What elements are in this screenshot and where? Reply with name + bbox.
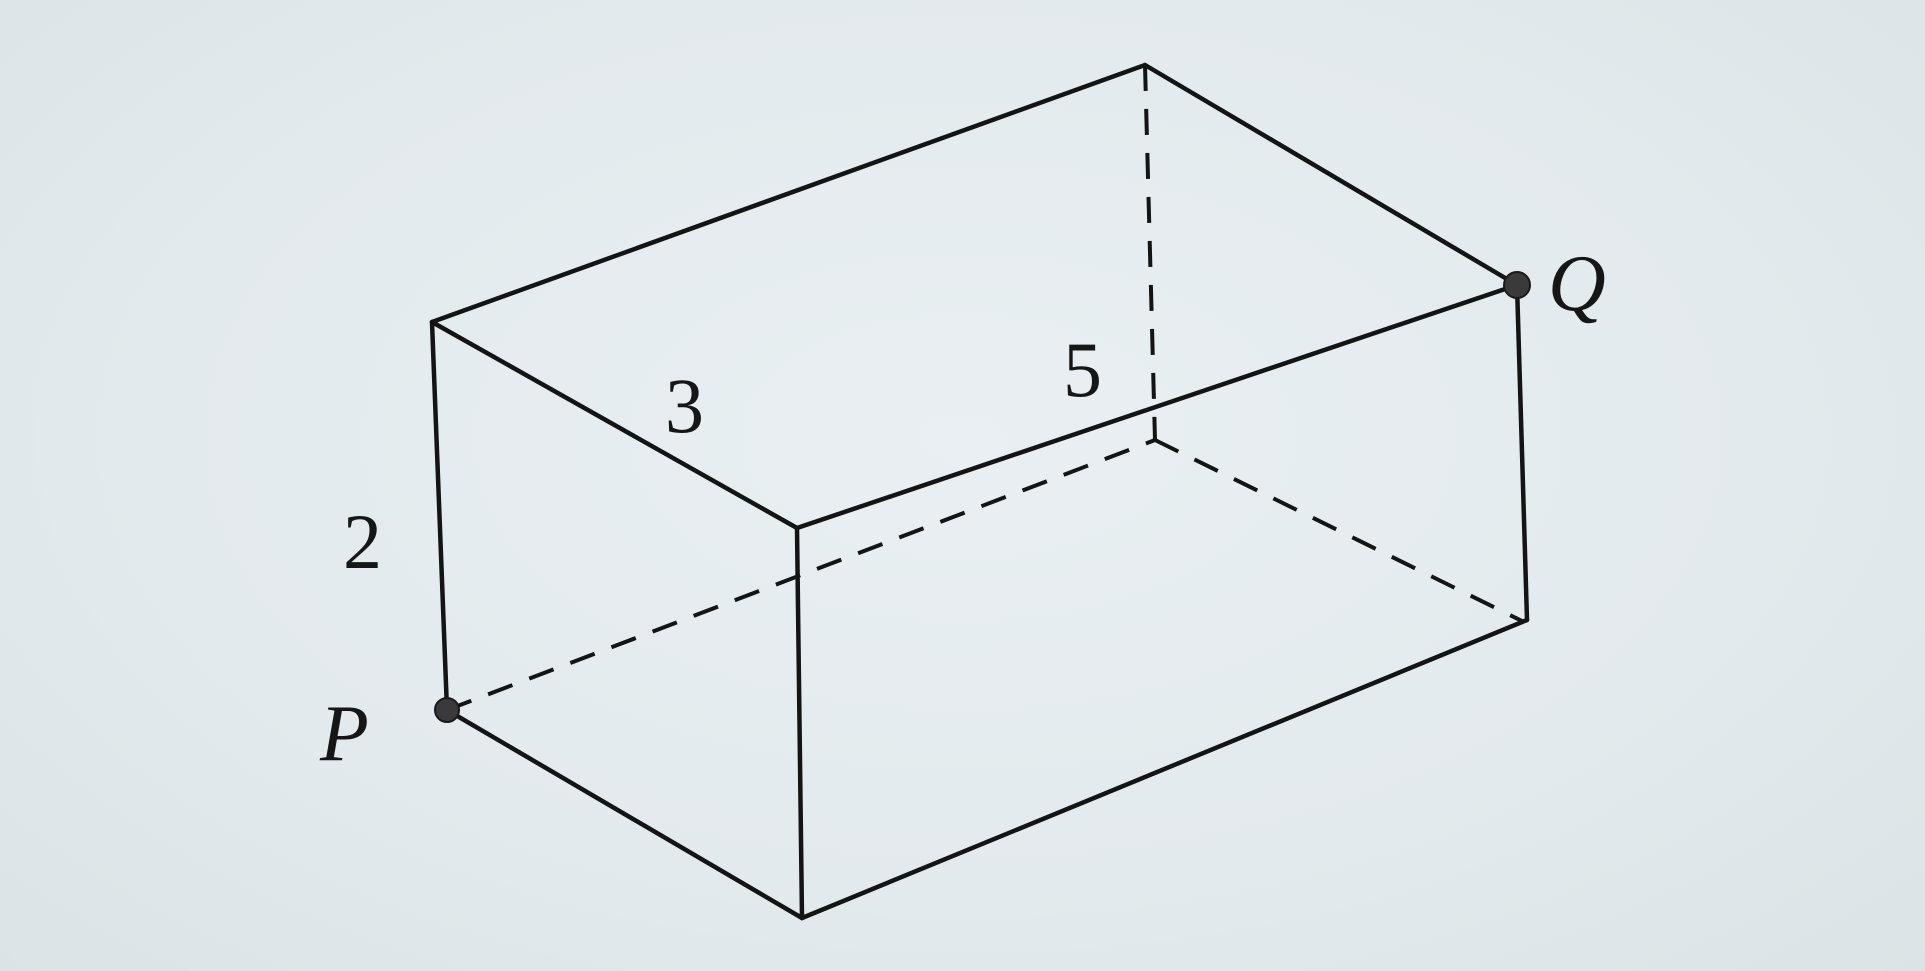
point-q-marker bbox=[1503, 271, 1531, 299]
point-p-marker bbox=[434, 697, 460, 723]
edge-top-back-to-right bbox=[1142, 62, 1520, 288]
point-q-label: Q bbox=[1548, 240, 1606, 328]
edge-top-left-to-back bbox=[429, 62, 1148, 325]
hidden-edge-back-bottom-right bbox=[1154, 438, 1523, 623]
height-label: 2 bbox=[343, 498, 382, 585]
width-label: 3 bbox=[665, 362, 704, 449]
edge-bottom-left bbox=[444, 707, 805, 921]
edge-left-vertical bbox=[429, 319, 450, 713]
edge-top-right-to-front bbox=[794, 282, 1520, 531]
length-label: 5 bbox=[1063, 326, 1102, 413]
point-p-label: P bbox=[319, 690, 369, 778]
hidden-edge-back-bottom-left bbox=[446, 438, 1156, 712]
edge-front-vertical bbox=[794, 525, 805, 921]
edge-bottom-right bbox=[799, 617, 1530, 921]
edge-top-front-to-left bbox=[429, 319, 800, 531]
edge-right-vertical bbox=[1514, 282, 1530, 623]
hidden-edge-vertical-back bbox=[1143, 64, 1157, 441]
